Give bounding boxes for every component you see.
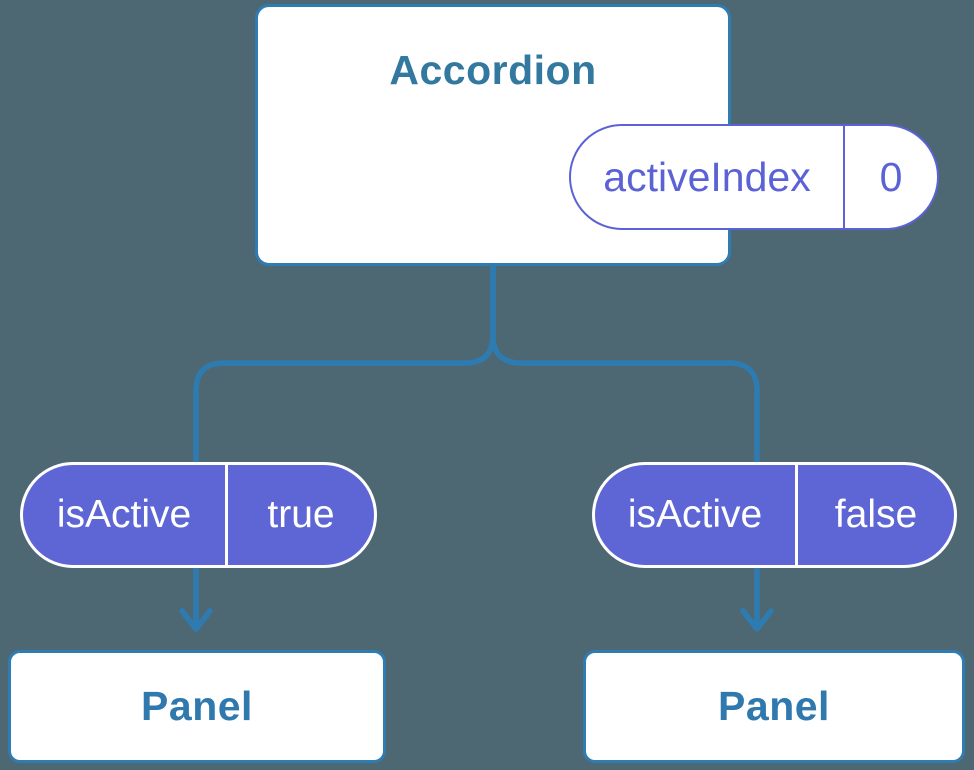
prop-value-right: false: [834, 493, 918, 536]
panel-node-left: Panel: [8, 650, 386, 763]
prop-value-left: true: [267, 493, 335, 536]
accordion-node-label: Accordion: [389, 47, 597, 93]
arrowhead-left-icon: [179, 608, 213, 632]
panel-node-right: Panel: [583, 650, 965, 763]
state-value: 0: [879, 153, 903, 200]
prop-pill-left: isActive true: [20, 462, 377, 568]
prop-pill-right: isActive false: [592, 462, 957, 568]
connector-left-branch: [193, 263, 496, 629]
state-pill: activeIndex 0: [569, 124, 939, 230]
prop-name-right: isActive: [595, 465, 798, 565]
state-name: activeIndex: [571, 126, 845, 228]
connector-right-branch: [490, 263, 760, 629]
prop-name-left: isActive: [23, 465, 228, 565]
arrowhead-right-icon: [740, 608, 774, 632]
accordion-node: Accordion activeIndex 0: [255, 4, 939, 266]
